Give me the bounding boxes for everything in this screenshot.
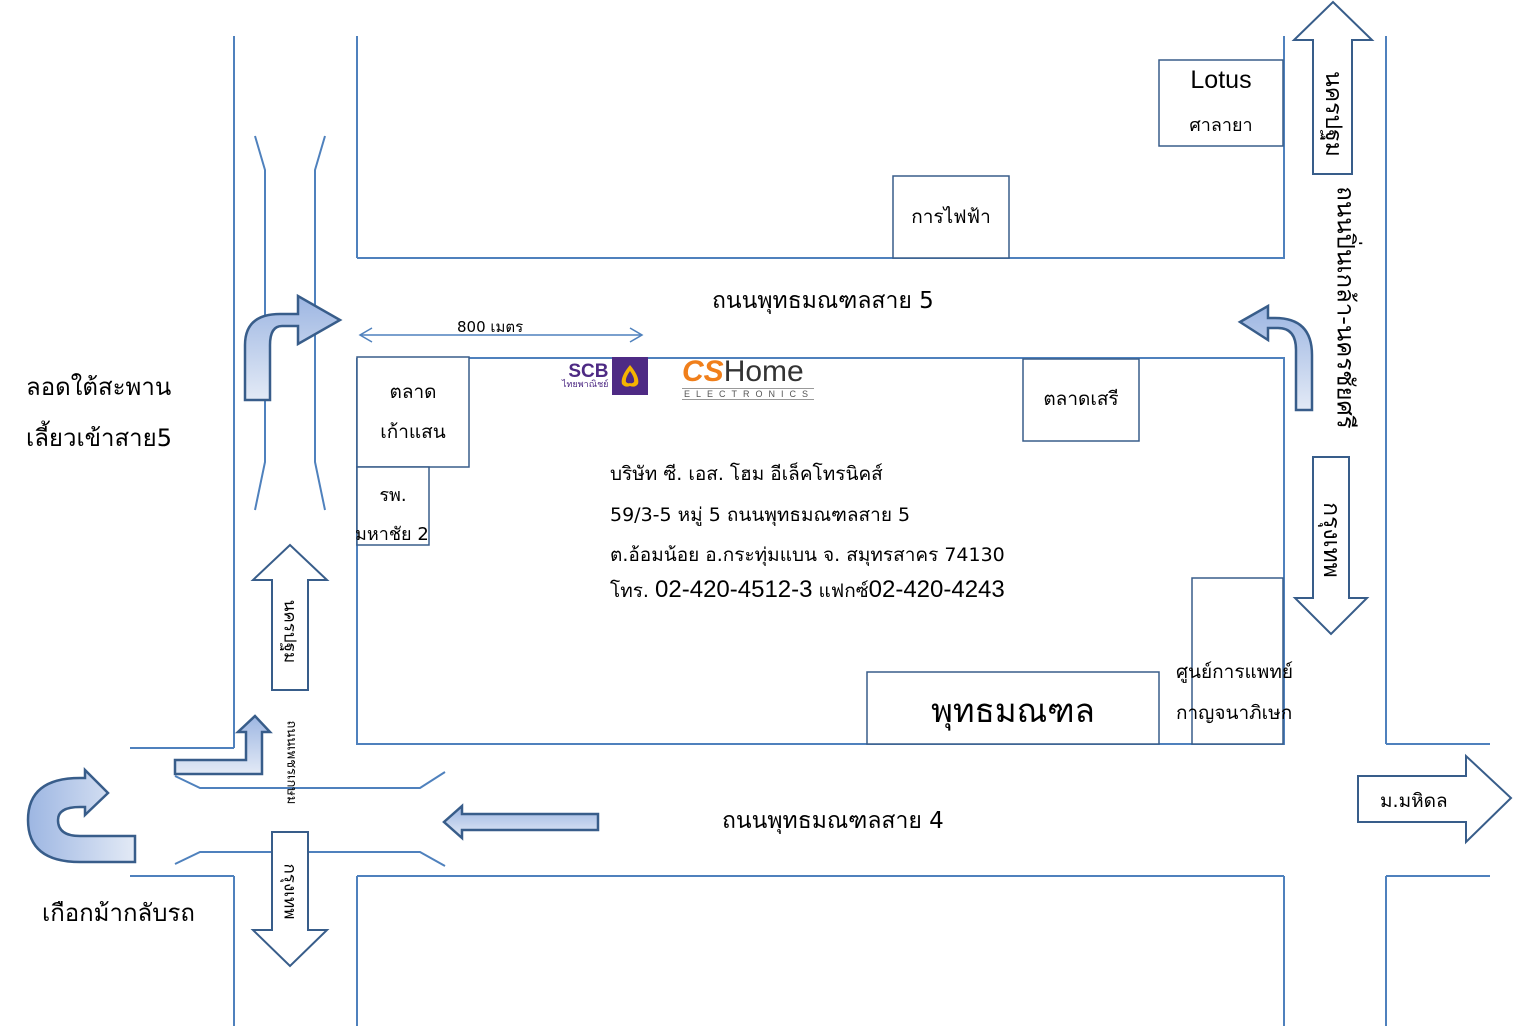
scb-name: SCB xyxy=(568,361,609,382)
electricity-box xyxy=(892,175,1010,259)
cs-electronics: ELECTRONICS xyxy=(682,388,815,400)
road-lane5-south-edge xyxy=(356,357,1285,745)
direction-mahidol: ม.มหิดล xyxy=(1380,790,1448,812)
market-kaosaen-box xyxy=(356,356,470,468)
distance-arrow xyxy=(358,327,644,343)
buddhamonthon-box xyxy=(866,671,1160,745)
distance-label: 800 เมตร xyxy=(457,318,524,336)
hospital-line2: มหาชัย 2 xyxy=(355,524,429,545)
turn-left-arrow-pinklao xyxy=(1237,303,1314,412)
hospital-line1: รพ. xyxy=(379,485,407,506)
fax-label: แฟกซ์ xyxy=(818,580,869,602)
buddhamonthon-label: พุทธมณฑล xyxy=(931,691,1095,730)
arrow-down-bangkok-left xyxy=(250,831,330,968)
fax-number: 02-420-4243 xyxy=(868,576,1005,603)
company-contact: โทร. 02-420-4512-3 แฟกซ์02-420-4243 xyxy=(610,576,1005,606)
medical-center-line1: ศูนย์การแพทย์ xyxy=(1176,661,1293,683)
road-pinklao-lines xyxy=(1385,36,1490,1026)
arrow-left-lane4 xyxy=(442,803,600,841)
direction-nakhonpathom-top: นครปฐม xyxy=(1320,71,1346,157)
direction-bangkok-left: กรุงเทพ xyxy=(279,863,300,920)
road-label-pinklao: ถนนปิ่นเกล้า-นครชัยศรี xyxy=(1331,186,1360,429)
direction-bangkok-right: กรุงเทพ xyxy=(1318,502,1344,578)
tel-number: 02-420-4512-3 xyxy=(655,576,813,603)
instruction-underpass-line2: เลี้ยวเข้าสาย5 xyxy=(26,424,172,452)
cs-prefix: CS xyxy=(682,355,724,388)
uturn-arrow xyxy=(26,766,137,864)
road-lane5-north-edge xyxy=(357,36,1285,259)
lotus-box xyxy=(1158,59,1284,147)
lotus-subtitle: ศาลายา xyxy=(1189,115,1253,136)
road-label-lane5: ถนนพุทธมณฑลสาย 5 xyxy=(712,288,934,314)
scb-emblem-icon xyxy=(612,357,649,395)
turn-up-arrow-phetkasem xyxy=(173,714,273,776)
instruction-uturn: เกือกม้ากลับรถ xyxy=(42,899,195,927)
turn-right-arrow-underpass xyxy=(243,293,343,402)
instruction-underpass-line1: ลอดใต้สะพาน xyxy=(26,373,172,401)
market-kaosaen-line2: เก้าแสน xyxy=(380,421,446,443)
direction-nakhonpathom-left: นครปฐม xyxy=(279,599,300,664)
cshome-logo: CSHome ELECTRONICS xyxy=(682,355,815,400)
market-kaosaen-line1: ตลาด xyxy=(389,381,437,403)
cs-home: Home xyxy=(723,355,804,388)
hospital-box xyxy=(356,466,430,546)
tel-label: โทร. xyxy=(610,580,649,602)
company-address2: ต.อ้อมน้อย อ.กระทุ่มแบน จ. สมุทรสาคร 741… xyxy=(610,544,1005,566)
medical-center-box xyxy=(1191,577,1284,745)
electricity-label: การไฟฟ้า xyxy=(911,206,991,228)
company-address1: 59/3-5 หมู่ 5 ถนนพุทธมณฑลสาย 5 xyxy=(610,504,911,526)
market-seri-box xyxy=(1022,358,1140,442)
scb-logo: SCB ไทยพาณิชย์ xyxy=(562,357,649,395)
medical-center-line2: กาญจนาภิเษก xyxy=(1176,702,1293,724)
scb-thai-name: ไทยพาณิชย์ xyxy=(562,380,609,390)
market-seri-label: ตลาดเสรี xyxy=(1043,388,1119,410)
road-lane4-lines xyxy=(130,747,1285,1026)
company-name: บริษัท ซี. เอส. โฮม อีเล็คโทรนิคส์ xyxy=(610,463,883,485)
lotus-title: Lotus xyxy=(1190,66,1252,94)
arrow-right-mahidol xyxy=(1357,753,1513,845)
arrow-down-bangkok-right xyxy=(1292,456,1370,636)
arrow-up-nakhonpathom-left xyxy=(250,543,330,691)
arrow-up-nakhonpathom-top xyxy=(1291,0,1375,175)
road-label-phetkasem: ถนนเพชรเกษม xyxy=(283,720,299,805)
road-label-lane4: ถนนพุทธมณฑลสาย 4 xyxy=(722,808,944,834)
